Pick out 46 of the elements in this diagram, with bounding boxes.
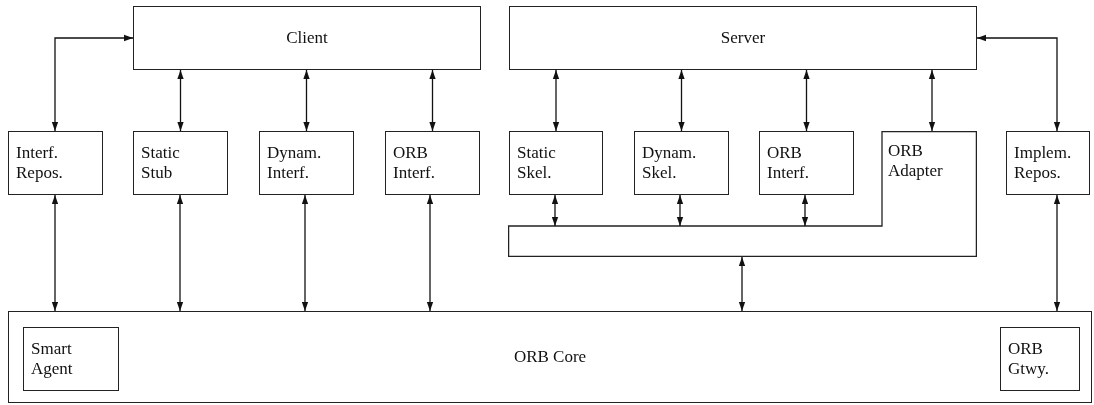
node-label: ORB Adapter: [888, 141, 943, 181]
arrow: [51, 34, 134, 132]
arrow: [51, 194, 59, 312]
node-label: Interf. Repos.: [16, 143, 63, 183]
component-box: [8, 131, 103, 195]
node-label: Static Stub: [141, 143, 180, 183]
arrow: [738, 256, 746, 312]
component-box: [759, 131, 854, 195]
arrow: [676, 194, 684, 227]
component-box: [23, 327, 119, 391]
adapter-shape: [508, 131, 977, 257]
node-label: Smart Agent: [31, 339, 73, 379]
component-box: [385, 131, 480, 195]
arrow: [303, 69, 310, 132]
component-box: [133, 131, 228, 195]
node-label: Server: [720, 28, 766, 48]
node-label: ORB Interf.: [393, 143, 435, 183]
arrow: [552, 69, 560, 132]
node-label: ORB Core: [513, 347, 587, 367]
node-label: Implem. Repos.: [1014, 143, 1072, 183]
arrow: [426, 194, 434, 312]
arrow: [301, 194, 309, 312]
component-box: [509, 131, 603, 195]
component-box: [1000, 327, 1080, 391]
client-box: [133, 6, 481, 70]
core-box: [8, 311, 1092, 403]
arrow: [803, 69, 810, 132]
node-label: Static Skel.: [517, 143, 556, 183]
node-label: Client: [286, 28, 328, 48]
arrow: [678, 69, 685, 132]
server-box: [509, 6, 977, 70]
arrow: [928, 69, 936, 132]
arrow: [176, 194, 184, 312]
node-label: Dynam. Interf.: [267, 143, 322, 183]
node-label: Dynam. Skel.: [642, 143, 697, 183]
arrow: [976, 34, 1061, 132]
component-box: [634, 131, 729, 195]
component-box: [259, 131, 354, 195]
node-label: ORB Gtwy.: [1008, 339, 1049, 379]
arrow: [801, 194, 809, 227]
arrow: [551, 194, 559, 227]
component-box: [1006, 131, 1090, 195]
arrow: [429, 69, 436, 132]
node-label: ORB Interf.: [767, 143, 809, 183]
arrow: [1053, 194, 1061, 312]
arrow: [177, 69, 184, 132]
